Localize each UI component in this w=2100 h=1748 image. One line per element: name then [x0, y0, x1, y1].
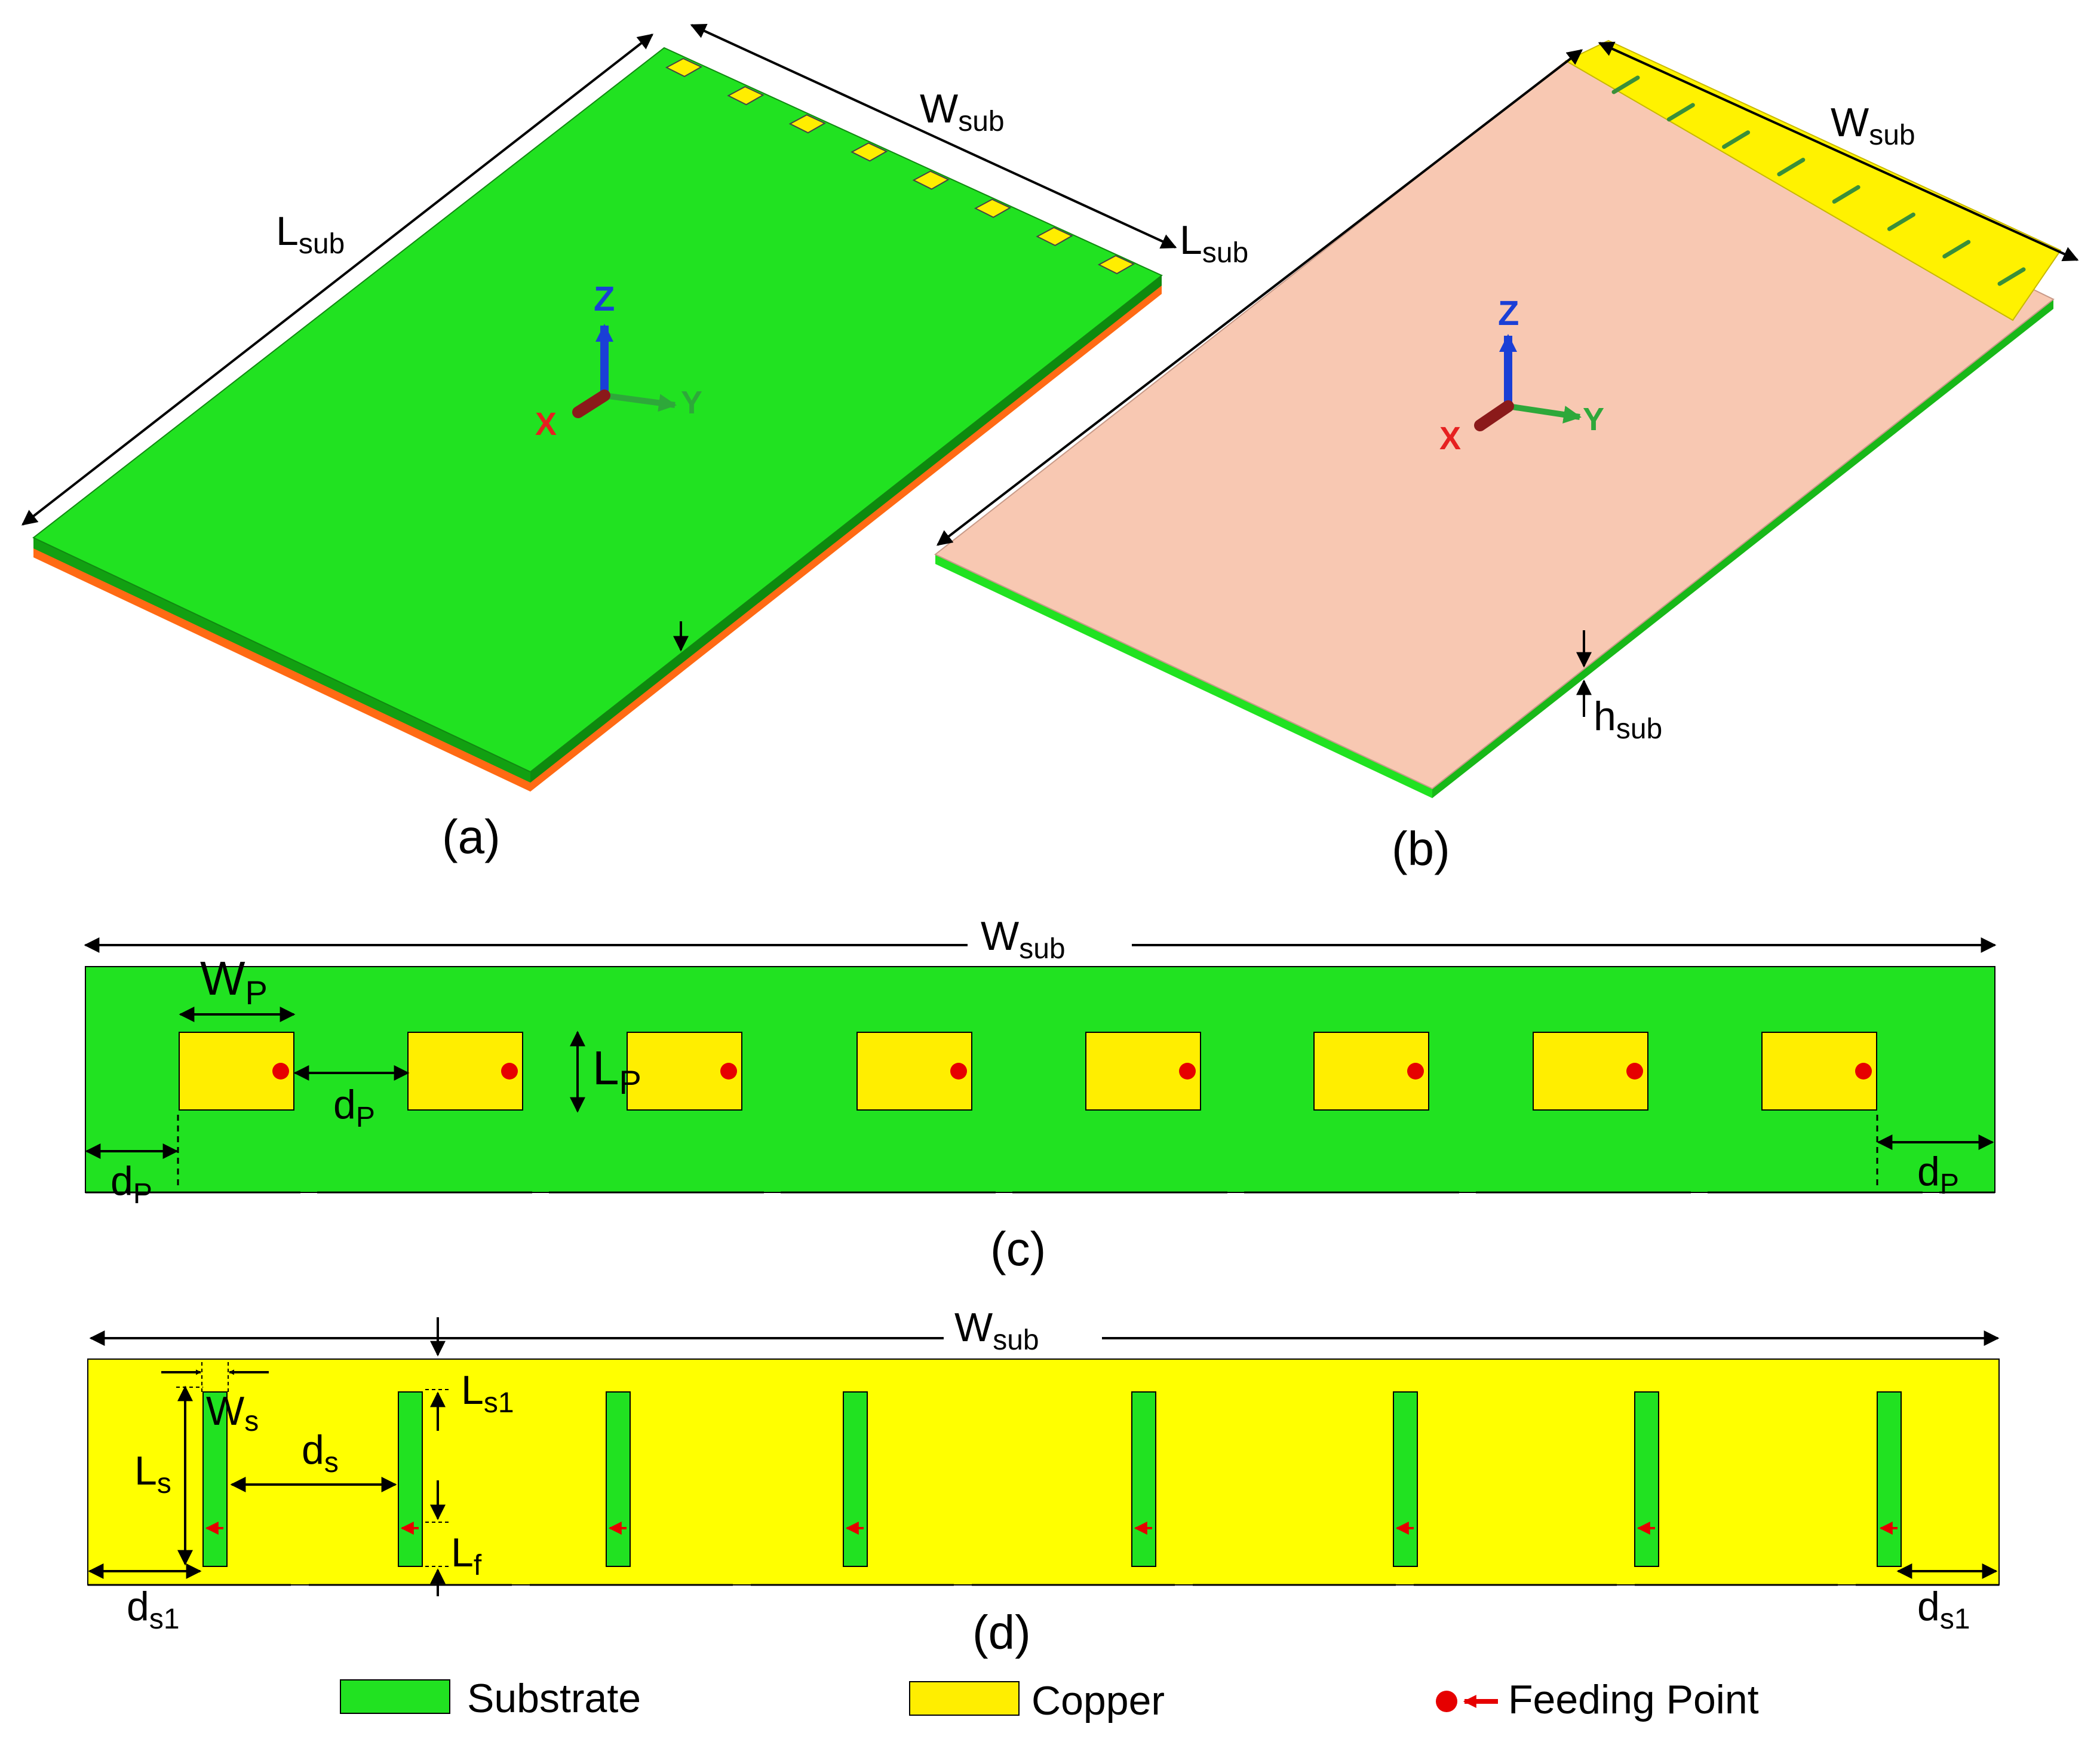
panel-c-caption: (c): [990, 1222, 1046, 1275]
panel-a-caption: (a): [442, 810, 501, 863]
panel-c-edge-right-label: dP: [1917, 1149, 1959, 1200]
panel-d-slot: [606, 1391, 631, 1567]
panel-d-edge-right-label: ds1: [1917, 1584, 1970, 1635]
panel-a-wsub-label: Wsub: [920, 86, 1005, 137]
panel-c-feed-point: [720, 1063, 737, 1080]
legend-copper-swatch: [909, 1681, 1020, 1716]
panel-b-x-label: X: [1439, 421, 1461, 456]
legend-feed-label: Feeding Point: [1508, 1677, 1759, 1722]
panel-a-side-front: [33, 538, 530, 783]
panel-b-slot: [1997, 267, 2026, 286]
legend-substrate-label: Substrate: [467, 1676, 641, 1721]
panel-a-lsub-label: Lsub: [276, 208, 345, 260]
panel-d-slot: [843, 1391, 868, 1567]
panel-d-ground-plane: [87, 1358, 2000, 1586]
panel-b-axis-triad: Z Y X: [1439, 294, 1604, 456]
panel-d-slot: [202, 1391, 228, 1567]
panel-d-caption: (d): [972, 1606, 1031, 1659]
panel-c-wp-label: WP: [200, 952, 268, 1011]
panel-a-y-axis: [604, 392, 677, 412]
panel-a-x-axis: [572, 390, 610, 418]
legend-feed-dot: [1436, 1691, 1457, 1712]
panel-a-axis-triad: Z Y X: [535, 280, 702, 442]
panel-a: Lsub Wsub Lsub Z Y X (a): [21, 23, 1248, 863]
panel-a-x-label: X: [535, 406, 557, 442]
panel-c-edge-left-label: dP: [110, 1158, 152, 1210]
panel-d-slot: [1131, 1391, 1156, 1567]
panel-c-wsub-label: Wsub: [981, 913, 1066, 965]
panel-d-ls-label: Ls: [134, 1448, 171, 1499]
panel-c-feed-point: [1626, 1063, 1643, 1080]
panel-c: Wsub WP dP LP dP dP (c): [84, 913, 1997, 1275]
legend-copper-label: Copper: [1031, 1678, 1165, 1724]
panel-d-slot: [1393, 1391, 1418, 1567]
panel-d-ds-label: ds: [302, 1427, 339, 1479]
panel-b-hsub-label: hsub: [1594, 694, 1662, 745]
panel-b-z-label: Z: [1498, 294, 1519, 333]
panel-b-wsub-arrow: [1598, 41, 2079, 262]
panel-a-lsub-arrow: [21, 33, 654, 526]
panel-a-z-label: Z: [594, 280, 615, 318]
panel-b-side-right: [1432, 299, 2053, 798]
legend-substrate-swatch: [340, 1679, 450, 1714]
panel-b-y-label: Y: [1583, 401, 1604, 437]
panel-b-caption: (b): [1392, 822, 1450, 875]
panel-a-lsub-label-2: Lsub: [1180, 217, 1248, 269]
panel-b-x-axis: [1474, 400, 1514, 431]
panel-c-feed-point: [1179, 1063, 1196, 1080]
panel-c-feed-point: [501, 1063, 518, 1080]
panel-d-wsub-label: Wsub: [954, 1305, 1039, 1356]
panel-b-side-front: [935, 554, 1432, 798]
panel-d-slot-group: [202, 1391, 1902, 1567]
panel-c-dp-label: dP: [333, 1082, 375, 1133]
panel-c-feed-point: [272, 1063, 289, 1080]
panel-d-lf-label: Lf: [451, 1530, 482, 1581]
legend: Substrate Copper Feeding Point: [340, 1676, 1759, 1724]
panel-c-feed-point: [1855, 1063, 1872, 1080]
panel-c-feed-point: [1407, 1063, 1424, 1080]
panel-c-feed-point: [950, 1063, 967, 1080]
panel-c-patch-group: [179, 1032, 1877, 1111]
panel-c-substrate: [85, 966, 1995, 1193]
panel-c-lp-label: LP: [592, 1041, 641, 1101]
panel-d-ws-label: Ws: [206, 1388, 259, 1437]
panel-d-ls1-label: Ls1: [461, 1367, 514, 1419]
panel-b: Wsub hsub Z Y X (b): [934, 39, 2079, 875]
panel-d: Wsub Ws Ls ds Ls1 Lf ds1 ds1: [87, 1305, 2000, 1659]
panel-a-y-label: Y: [681, 385, 702, 421]
panel-d-edge-left-label: ds1: [127, 1584, 180, 1635]
panel-b-length-arrow: [936, 49, 1583, 546]
panel-d-slot: [398, 1391, 423, 1567]
panel-d-slot: [1877, 1391, 1902, 1567]
panel-d-slot: [1634, 1391, 1659, 1567]
panel-b-wsub-label: Wsub: [1831, 100, 1915, 151]
panel-b-y-axis: [1508, 403, 1582, 424]
